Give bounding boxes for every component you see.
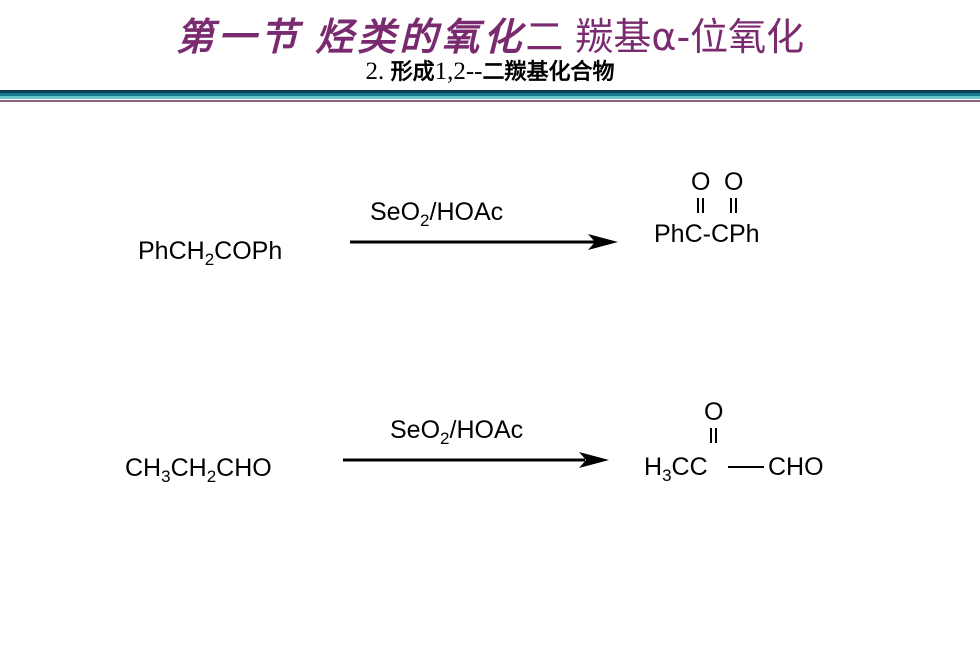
title-part-b: 二 羰基α-位氧化: [525, 15, 805, 59]
reaction2-arrowhead: [579, 452, 609, 468]
reaction2-double-bond: [710, 428, 717, 443]
reaction1-reagent-subscript: 2: [420, 211, 430, 230]
reaction2-product-subscript: 3: [662, 466, 672, 485]
slide-title: 第一节 烃类的氧化二 羰基α-位氧化: [0, 6, 980, 61]
reaction2-single-bond: [728, 466, 764, 468]
reaction1-oxygen-2: O: [724, 168, 744, 196]
subtitle-number: 2.: [365, 58, 385, 85]
reaction2-oxygen: O: [704, 398, 724, 426]
reaction1-reactant-part: PhCH: [138, 237, 205, 265]
reaction1-arrowhead: [588, 234, 618, 250]
header-rule-mid: [0, 93, 980, 96]
reaction1-reactant: PhCH2COPh: [138, 237, 283, 269]
reaction1-reagent-part: /HOAc: [429, 198, 504, 226]
reaction2-product-right: CHO: [768, 453, 824, 481]
reaction2-reagent: SeO2/HOAc: [390, 416, 524, 448]
subtitle-text: 形成: [390, 60, 435, 85]
reaction1-reagent-part: SeO: [370, 198, 421, 226]
reaction1-double-bond-2: [730, 198, 737, 213]
reaction2-reactant-subscript: 3: [161, 467, 171, 486]
reaction2-product-part: H: [644, 453, 663, 481]
reaction2-reagent-subscript: 2: [440, 429, 450, 448]
reaction2-reactant-part: CH: [170, 454, 207, 482]
reaction2-reactant: CH3CH2CHO: [125, 454, 272, 486]
reaction2-reactant-subscript: 2: [206, 467, 217, 486]
reaction2-reagent-part: SeO: [390, 416, 441, 444]
header-rule-accent: [0, 100, 980, 102]
reaction1-reagent: SeO2/HOAc: [370, 198, 504, 230]
header-rule-dark: [0, 90, 980, 93]
reaction1-double-bond-1: [697, 198, 704, 213]
reaction2-product-part: CC: [671, 453, 708, 481]
reaction2-reagent-part: /HOAc: [449, 416, 524, 444]
header-rule-light: [0, 96, 980, 99]
reaction2-product-left: H3CC: [644, 453, 708, 485]
reaction2-reactant-part: CHO: [216, 454, 272, 482]
reaction2-arrow: [343, 452, 609, 468]
reaction1-product: PhC-CPh: [654, 220, 760, 248]
slide-subtitle: 2. 形成1,2--二羰基化合物: [0, 54, 980, 86]
reaction1-oxygen-1: O: [691, 168, 711, 196]
title-part-a: 第一节 烃类的氧化: [175, 17, 526, 59]
reaction1-arrow: [350, 234, 618, 250]
reaction1-reactant-subscript: 2: [204, 250, 215, 269]
reaction2-reactant-part: CH: [125, 454, 162, 482]
subtitle-text-2: 二羰基化合物: [482, 60, 615, 85]
subtitle-locants: 1,2--: [434, 58, 483, 85]
reaction1-reactant-part: COPh: [214, 237, 283, 265]
